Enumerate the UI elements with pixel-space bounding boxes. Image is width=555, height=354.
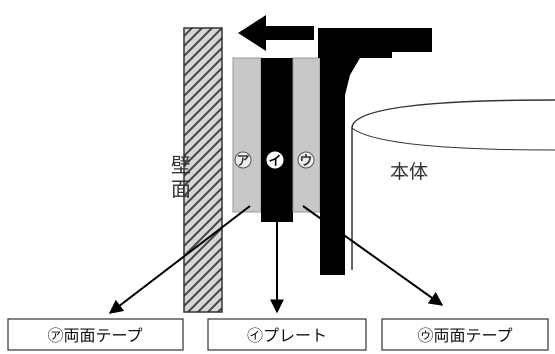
svg-text:イ: イ — [268, 154, 281, 169]
body-bracket — [318, 28, 432, 275]
tape-right — [292, 57, 321, 213]
body-label: 本体 — [390, 161, 428, 183]
marker-plate: イ — [266, 151, 284, 169]
svg-text:㋑プレート: ㋑プレート — [247, 326, 327, 345]
wall-label-2: 面 — [171, 177, 191, 201]
plate — [261, 58, 293, 222]
direction-arrow — [238, 15, 314, 51]
svg-text:㋐両面テープ: ㋐両面テープ — [47, 326, 142, 345]
svg-text:ア: ア — [236, 154, 249, 169]
leader-tape-right — [302, 205, 444, 306]
tape-left — [232, 57, 262, 213]
caption-plate: ㋑プレート — [207, 318, 367, 351]
leader-tape-left — [108, 205, 251, 314]
wall — [183, 27, 223, 313]
caption-tape-left: ㋐両面テープ — [7, 318, 184, 351]
body-cylinder — [351, 99, 555, 270]
wall-label-1: 壁 — [171, 153, 191, 177]
marker-tape-left: ア — [234, 151, 252, 169]
marker-tape-right: ウ — [297, 151, 315, 169]
svg-text:㋒両面テープ: ㋒両面テープ — [417, 326, 512, 345]
svg-text:ウ: ウ — [299, 154, 312, 169]
caption-tape-right: ㋒両面テープ — [381, 318, 549, 351]
